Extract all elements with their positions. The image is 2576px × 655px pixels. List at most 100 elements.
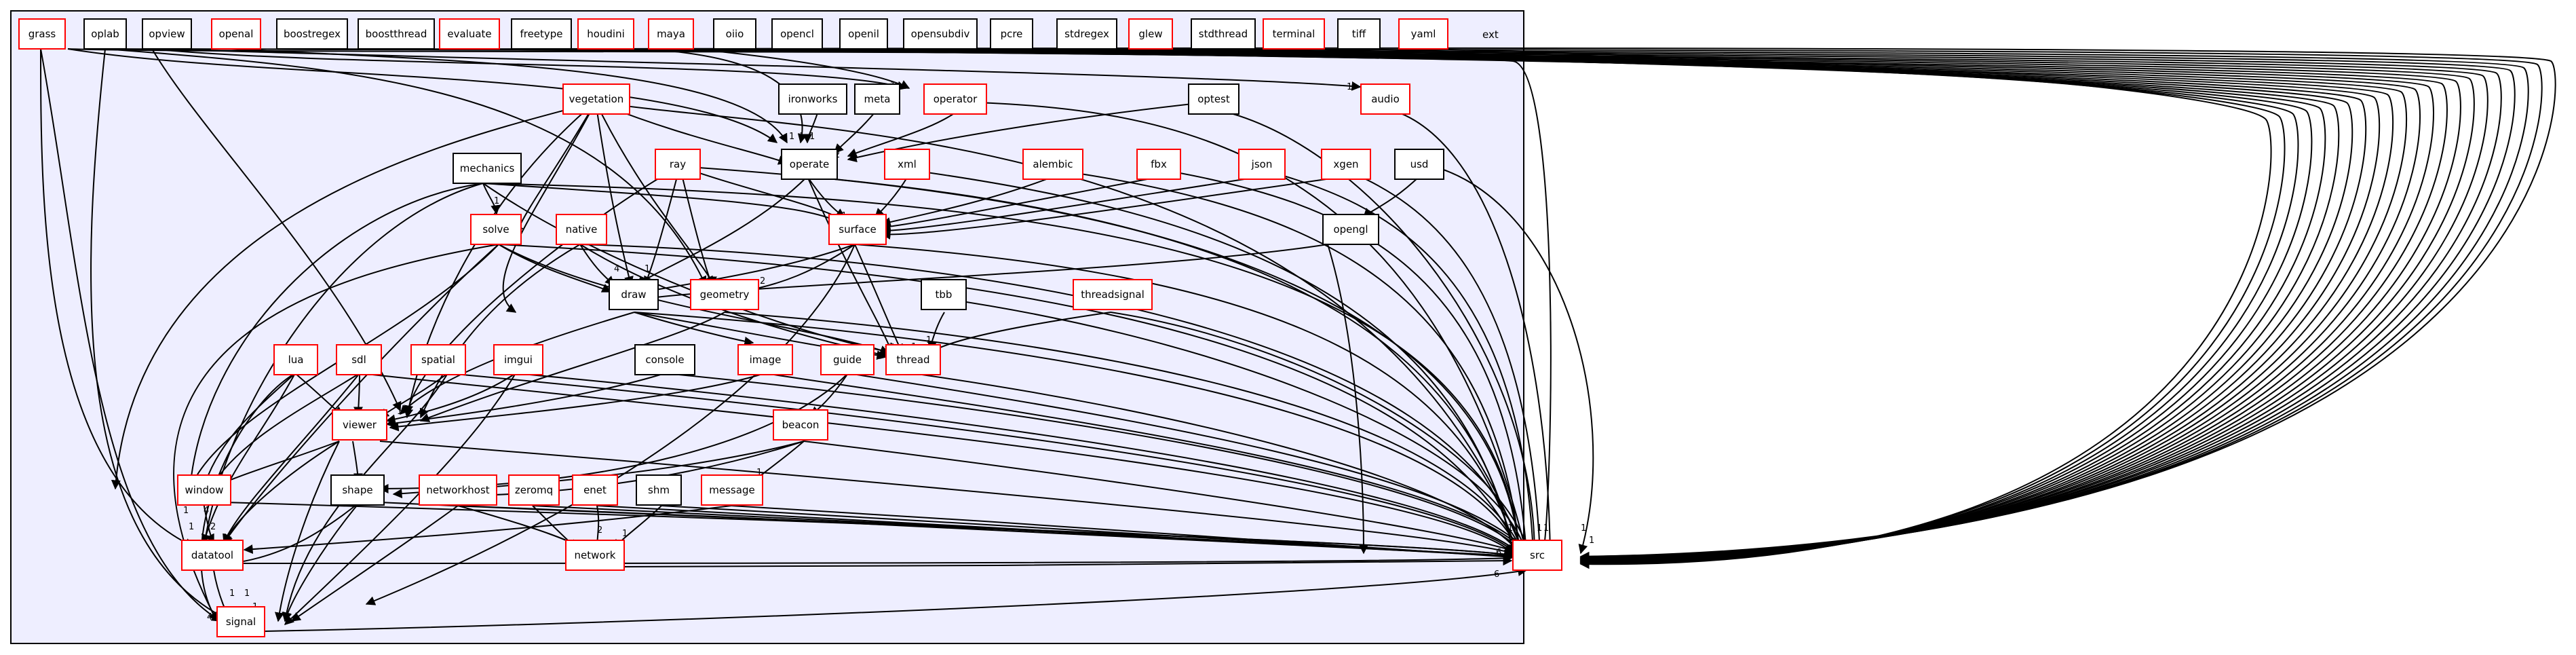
node-threadsignal[interactable]: threadsignal xyxy=(1073,279,1153,310)
node-box xyxy=(690,279,759,310)
node-label: imgui xyxy=(504,354,533,366)
node-label: audio xyxy=(1371,93,1400,105)
node-draw[interactable]: draw xyxy=(609,279,659,310)
node-image[interactable]: image xyxy=(737,344,793,375)
node-opengl[interactable]: opengl xyxy=(1322,214,1379,245)
node-opensubdiv[interactable]: opensubdiv xyxy=(903,18,978,50)
node-signal[interactable]: signal xyxy=(216,606,265,637)
node-opencl[interactable]: opencl xyxy=(771,18,823,50)
node-label: signal xyxy=(226,616,256,628)
node-box xyxy=(181,540,244,571)
node-guide[interactable]: guide xyxy=(820,344,874,375)
node-xgen[interactable]: xgen xyxy=(1321,149,1371,180)
node-label: src xyxy=(1530,549,1545,561)
node-boostregex[interactable]: boostregex xyxy=(276,18,348,50)
node-label: networkhost xyxy=(426,484,489,496)
node-stdthread[interactable]: stdthread xyxy=(1191,18,1256,50)
node-solve[interactable]: solve xyxy=(470,214,522,245)
node-optest[interactable]: optest xyxy=(1188,83,1239,115)
node-box xyxy=(609,279,659,310)
node-label: spatial xyxy=(421,354,455,366)
node-box xyxy=(1056,18,1117,50)
node-label: openil xyxy=(848,28,879,40)
node-freetype[interactable]: freetype xyxy=(511,18,572,50)
node-native[interactable]: native xyxy=(556,214,607,245)
node-vegetation[interactable]: vegetation xyxy=(562,83,630,115)
node-glew[interactable]: glew xyxy=(1128,18,1173,50)
node-alembic[interactable]: alembic xyxy=(1022,149,1083,180)
node-enet[interactable]: enet xyxy=(572,474,618,506)
node-thread[interactable]: thread xyxy=(885,344,941,375)
node-label: fbx xyxy=(1151,158,1167,170)
node-boostthread[interactable]: boostthread xyxy=(358,18,435,50)
node-operate[interactable]: operate xyxy=(781,149,838,180)
node-ray[interactable]: ray xyxy=(655,149,701,180)
node-label: opencl xyxy=(780,28,814,40)
node-maya[interactable]: maya xyxy=(648,18,694,50)
node-tiff[interactable]: tiff xyxy=(1337,18,1381,50)
node-label: window xyxy=(185,484,224,496)
node-shm[interactable]: shm xyxy=(636,474,682,506)
node-box xyxy=(1073,279,1153,310)
node-src[interactable]: src xyxy=(1512,540,1562,571)
node-oiio[interactable]: oiio xyxy=(713,18,756,50)
node-pcre[interactable]: pcre xyxy=(990,18,1033,50)
node-label: ironworks xyxy=(788,93,838,105)
node-lua[interactable]: lua xyxy=(273,344,318,375)
edge-label: 2 xyxy=(760,276,765,286)
node-label: vegetation xyxy=(569,93,624,105)
edge-label: 1 xyxy=(799,132,805,142)
node-label: boostregex xyxy=(284,28,341,40)
node-usd[interactable]: usd xyxy=(1394,149,1444,180)
node-meta[interactable]: meta xyxy=(854,83,900,115)
node-xml[interactable]: xml xyxy=(884,149,930,180)
node-yaml[interactable]: yaml xyxy=(1398,18,1448,50)
node-network[interactable]: network xyxy=(565,540,625,571)
edge-label: 2 xyxy=(1520,566,1525,576)
node-box xyxy=(1394,149,1444,180)
node-ironworks[interactable]: ironworks xyxy=(778,83,847,115)
node-label: oiio xyxy=(726,28,744,40)
node-stdregex[interactable]: stdregex xyxy=(1056,18,1117,50)
node-viewer[interactable]: viewer xyxy=(332,409,387,441)
node-box xyxy=(921,279,967,310)
node-geometry[interactable]: geometry xyxy=(690,279,759,310)
node-box xyxy=(1263,18,1325,50)
node-openil[interactable]: openil xyxy=(839,18,888,50)
node-box xyxy=(577,18,634,50)
node-label: opview xyxy=(149,28,185,40)
node-box xyxy=(1022,149,1083,180)
node-console[interactable]: console xyxy=(634,344,695,375)
node-label: glew xyxy=(1138,28,1162,40)
node-tbb[interactable]: tbb xyxy=(921,279,967,310)
node-grass[interactable]: grass xyxy=(18,18,66,50)
node-box xyxy=(1188,83,1239,115)
node-label: stdregex xyxy=(1064,28,1109,40)
node-datatool[interactable]: datatool xyxy=(181,540,244,571)
node-label: meta xyxy=(864,93,891,105)
node-opview[interactable]: opview xyxy=(142,18,192,50)
node-mechanics[interactable]: mechanics xyxy=(453,153,522,184)
node-oplab[interactable]: oplab xyxy=(83,18,127,50)
node-surface[interactable]: surface xyxy=(828,214,887,245)
node-operator[interactable]: operator xyxy=(923,83,987,115)
node-fbx[interactable]: fbx xyxy=(1136,149,1181,180)
node-audio[interactable]: audio xyxy=(1360,83,1410,115)
node-evaluate[interactable]: evaluate xyxy=(439,18,500,50)
node-sdl[interactable]: sdl xyxy=(336,344,382,375)
node-openal[interactable]: openal xyxy=(211,18,261,50)
node-networkhost[interactable]: networkhost xyxy=(419,474,497,506)
node-spatial[interactable]: spatial xyxy=(410,344,466,375)
edge-label: 4 xyxy=(207,612,212,622)
node-terminal[interactable]: terminal xyxy=(1263,18,1325,50)
node-shape[interactable]: shape xyxy=(330,474,385,506)
node-imgui[interactable]: imgui xyxy=(493,344,543,375)
node-message[interactable]: message xyxy=(701,474,763,506)
node-box xyxy=(655,149,701,180)
node-window[interactable]: window xyxy=(177,474,231,506)
node-zeromq[interactable]: zeromq xyxy=(508,474,560,506)
node-label: maya xyxy=(657,28,685,40)
node-houdini[interactable]: houdini xyxy=(577,18,634,50)
node-json[interactable]: json xyxy=(1238,149,1286,180)
node-beacon[interactable]: beacon xyxy=(773,409,828,441)
